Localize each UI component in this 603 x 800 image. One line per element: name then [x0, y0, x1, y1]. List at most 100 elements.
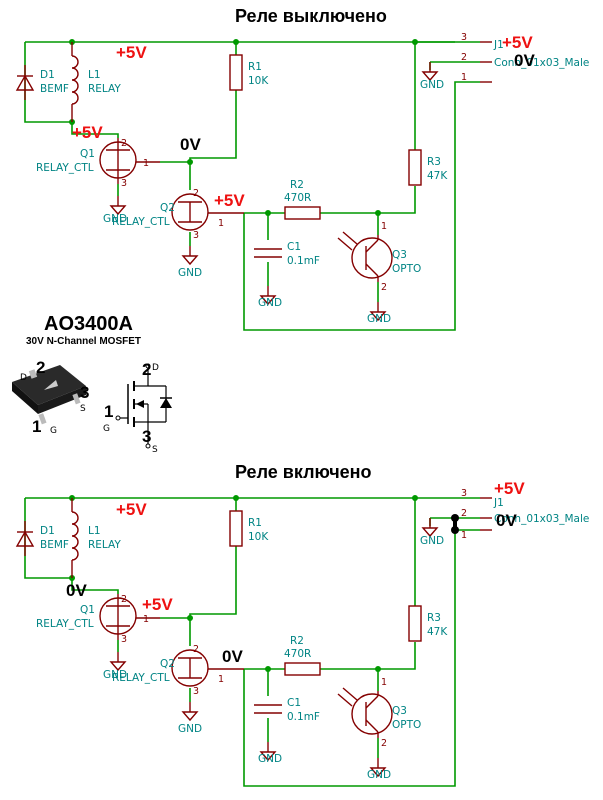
svg-text:2: 2	[461, 52, 467, 63]
c1-label: C1	[287, 241, 301, 253]
label-j1-pin3-on: +5V	[494, 479, 525, 498]
schematic-relay-on: Реле включено	[15, 462, 589, 787]
coil-l1-b: L1 RELAY	[71, 498, 121, 578]
svg-text:GND: GND	[178, 267, 202, 279]
svg-text:1: 1	[461, 72, 467, 83]
phototransistor-q3: Q3 OPTO 1 2	[337, 221, 421, 293]
svg-text:S: S	[152, 445, 158, 455]
svg-text:1: 1	[143, 614, 149, 625]
connector-j1: 3 2 1 J1 Conn_01x03_Male	[461, 32, 589, 83]
svg-text:GND: GND	[258, 753, 282, 765]
resistor-r3-b: R3 47K	[408, 605, 448, 642]
r3-value: 47K	[427, 170, 448, 182]
label-j1-pin3-off: +5V	[502, 33, 533, 52]
c1-value: 0.1mF	[287, 255, 320, 267]
svg-text:3: 3	[193, 230, 199, 241]
svg-text:470R: 470R	[284, 648, 311, 660]
r2-value: 470R	[284, 192, 311, 204]
svg-text:GND: GND	[367, 313, 391, 325]
svg-text:2: 2	[193, 188, 199, 199]
mosfet-info-block: AO3400A 30V N-Channel MOSFET 2 D 3 S 1 G	[12, 313, 172, 455]
svg-text:1: 1	[218, 674, 224, 685]
resistor-r1-b: R1 10K	[229, 510, 269, 547]
svg-text:1: 1	[218, 218, 224, 229]
svg-text:1: 1	[143, 158, 149, 169]
label-j1-pin2-off: 0V	[514, 51, 535, 70]
label-top-rail-on: +5V	[116, 500, 147, 519]
jumper-j1	[451, 514, 459, 534]
r1-value: 10K	[248, 75, 269, 87]
label-top-rail-off: +5V	[116, 43, 147, 62]
q3-label: Q3	[392, 249, 407, 261]
svg-text:RELAY: RELAY	[88, 539, 121, 551]
svg-text:3: 3	[142, 427, 151, 446]
r2-label: R2	[290, 179, 304, 191]
svg-text:Q2: Q2	[160, 658, 175, 670]
svg-text:G: G	[103, 424, 110, 434]
svg-text:47K: 47K	[427, 626, 448, 638]
mosfet-symbol: 2 D 1 G 3 S	[103, 360, 172, 455]
phototransistor-q3-b: Q3 OPTO 1 2	[337, 677, 421, 749]
svg-text:D: D	[152, 363, 159, 373]
svg-text:3: 3	[121, 634, 127, 645]
svg-text:2: 2	[381, 282, 387, 293]
r3-label: R3	[427, 156, 441, 168]
mosfet-subtitle: 30V N-Channel MOSFET	[26, 336, 141, 347]
svg-text:C1: C1	[287, 697, 301, 709]
svg-text:3: 3	[80, 383, 89, 402]
d1-label: D1	[40, 69, 55, 81]
svg-text:2: 2	[142, 360, 151, 379]
q3-value: OPTO	[392, 263, 421, 275]
q2-label: Q2	[160, 202, 175, 214]
svg-text:GND: GND	[420, 535, 444, 547]
label-j1-pin2-on: 0V	[496, 511, 517, 530]
resistor-r2-b: R2 470R	[284, 635, 321, 676]
svg-text:Q1: Q1	[80, 604, 95, 616]
svg-text:RELAY_CTL: RELAY_CTL	[112, 672, 170, 684]
svg-text:D1: D1	[40, 525, 55, 537]
resistor-r2: R2 470R	[284, 179, 321, 220]
r1-label: R1	[248, 61, 262, 73]
q2-value: RELAY_CTL	[112, 216, 170, 228]
svg-text:OPTO: OPTO	[392, 719, 421, 731]
svg-text:2: 2	[121, 594, 127, 605]
svg-text:0.1mF: 0.1mF	[287, 711, 320, 723]
label-q2-gate-off: +5V	[214, 191, 245, 210]
svg-text:2: 2	[36, 358, 45, 377]
label-q2-gate-on: 0V	[222, 647, 243, 666]
svg-text:R3: R3	[427, 612, 441, 624]
label-relay-node-on: 0V	[66, 581, 87, 600]
j1-label: J1	[493, 39, 504, 51]
svg-text:1: 1	[104, 402, 113, 421]
connector-j1-b: 3 2 1 J1 Conn_01x03_Male	[461, 488, 589, 541]
svg-text:3: 3	[461, 32, 467, 43]
q1-value: RELAY_CTL	[36, 162, 94, 174]
svg-text:S: S	[80, 404, 86, 414]
svg-text:2: 2	[121, 138, 127, 149]
svg-text:L1: L1	[88, 525, 101, 537]
svg-text:D: D	[20, 373, 27, 383]
mosfet-title: AO3400A	[44, 313, 133, 335]
title-relay-off: Реле выключено	[235, 6, 387, 26]
capacitor-c1: C1 0.1mF	[254, 241, 320, 267]
title-relay-on: Реле включено	[235, 462, 372, 482]
svg-text:2: 2	[381, 738, 387, 749]
l1-value: RELAY	[88, 83, 121, 95]
svg-text:G: G	[50, 426, 57, 436]
svg-text:3: 3	[461, 488, 467, 499]
svg-text:R1: R1	[248, 517, 262, 529]
svg-text:10K: 10K	[248, 531, 269, 543]
svg-text:GND: GND	[103, 213, 127, 225]
schematic-relay-off: Реле выключено	[15, 6, 589, 331]
d1-value: BEMF	[40, 83, 69, 95]
svg-text:GND: GND	[367, 769, 391, 781]
svg-text:1: 1	[381, 221, 387, 232]
svg-text:Conn_01x03_Male: Conn_01x03_Male	[494, 513, 589, 525]
svg-text:3: 3	[121, 178, 127, 189]
svg-text:2: 2	[461, 508, 467, 519]
svg-text:R2: R2	[290, 635, 304, 647]
coil-l1: L1 RELAY	[71, 42, 121, 122]
svg-text:1: 1	[32, 417, 41, 436]
svg-text:Q3: Q3	[392, 705, 407, 717]
